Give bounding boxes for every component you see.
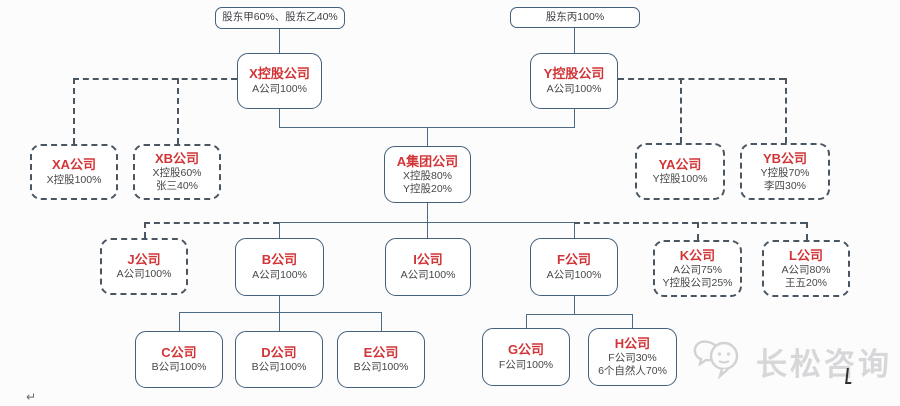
node-subline: Y控股20% (402, 182, 453, 195)
connector-bus2-to-j-branch (144, 222, 279, 224)
node-subline: A公司100% (116, 268, 172, 281)
chat-bubbles-logo-icon (692, 334, 750, 389)
connector-bus4-to-g (526, 314, 527, 328)
connector-x-sub-bus-to-xa (73, 78, 75, 144)
node-title: A集团公司 (396, 153, 459, 169)
node-title: 股东甲60%、股东乙40% (222, 11, 338, 24)
node-subline: A公司80% (781, 263, 831, 276)
node-subline: F公司100% (498, 358, 554, 371)
node-title: H公司 (614, 336, 651, 352)
connector-y-holding-to-bus1 (574, 109, 575, 127)
node-title: X控股公司 (249, 66, 310, 82)
connector-y-sub-bus-to-ya (680, 78, 682, 143)
connector-bus3-to-c (179, 312, 180, 331)
connector-shareholder-c-to-y-holding (574, 27, 575, 53)
connector-bus2-to-kl-branch (574, 222, 806, 224)
node-subline: A公司75% (672, 263, 723, 276)
connector-y-sub-bus-to-yb (785, 78, 787, 143)
node-subline: 6个自然人70% (598, 365, 667, 378)
node-subline: A公司100% (252, 268, 307, 281)
node-title: YB公司 (762, 150, 808, 166)
node-subline: A公司100% (252, 82, 307, 95)
connector-bus2-to-i (427, 222, 428, 238)
connector-j-branch-to-j (144, 222, 146, 238)
node-subline: Y控股公司25% (662, 276, 733, 289)
node-subline: A公司100% (546, 268, 602, 281)
node-shareholder-c: 股东丙100% (510, 7, 640, 28)
connector-bus3-to-e (381, 312, 382, 331)
connector-bus4-to-bus4 (526, 314, 632, 315)
node-subline: X控股60% (152, 167, 202, 180)
connector-kl-branch-to-l (806, 222, 808, 240)
connector-x-sub-bus-to-xb (177, 78, 179, 144)
connector-y-holding-to-y-sub-bus (618, 78, 785, 80)
node-subline: Y控股100% (652, 173, 708, 186)
node-title: K公司 (679, 247, 716, 263)
node-subline: Y控股70% (760, 166, 810, 179)
node-title: I公司 (413, 252, 443, 268)
node-subline: 王五20% (784, 276, 827, 289)
node-title: B公司 (261, 252, 298, 268)
connector-bus2-to-b (279, 222, 280, 238)
node-title: D公司 (261, 344, 297, 360)
node-title: C公司 (161, 344, 197, 360)
connector-bus3-to-d (279, 312, 280, 331)
node-subline: X控股100% (46, 173, 102, 186)
watermark-text: 长松咨询 (756, 347, 892, 382)
connector-f-to-bus4 (574, 296, 575, 314)
node-shareholder-ab: 股东甲60%、股东乙40% (215, 7, 345, 29)
node-subline: 张三40% (155, 180, 198, 193)
connector-a-group-to-bus2 (427, 203, 428, 222)
node-subline: X控股80% (402, 169, 453, 182)
node-title: E公司 (363, 344, 399, 360)
node-title: L公司 (789, 247, 823, 263)
watermark: 长松咨询 (692, 334, 892, 389)
connector-x-holding-to-x-sub-bus (73, 78, 237, 80)
node-subline: 李四30% (763, 179, 806, 192)
connector-bus3-to-bus3 (179, 312, 381, 313)
connector-x-holding-to-bus1 (279, 109, 280, 127)
node-subline: B公司100% (251, 361, 307, 374)
node-subline: A公司100% (546, 82, 602, 95)
node-title: XA公司 (51, 157, 97, 173)
node-title: F公司 (557, 252, 591, 268)
node-title: XB公司 (154, 151, 200, 167)
node-title: G公司 (507, 342, 545, 358)
connector-bus1-to-a-group (427, 127, 428, 146)
paragraph-return-mark: ↵ (26, 390, 37, 404)
node-subline: F公司30% (608, 352, 657, 365)
connector-bus2-to-f (574, 222, 575, 238)
node-title: 股东丙100% (545, 10, 605, 23)
node-subline: B公司100% (353, 361, 409, 374)
node-subline: A公司100% (400, 268, 456, 281)
node-title: YA公司 (658, 156, 702, 172)
connector-kl-branch-to-k (697, 222, 699, 240)
connector-bus4-to-h (632, 314, 633, 328)
node-title: Y控股公司 (543, 66, 605, 82)
node-title: J公司 (127, 251, 161, 267)
connector-b-to-bus3 (279, 296, 280, 312)
node-subline: B公司100% (151, 361, 207, 374)
connector-shareholder-ab-to-x-holding (279, 28, 280, 53)
